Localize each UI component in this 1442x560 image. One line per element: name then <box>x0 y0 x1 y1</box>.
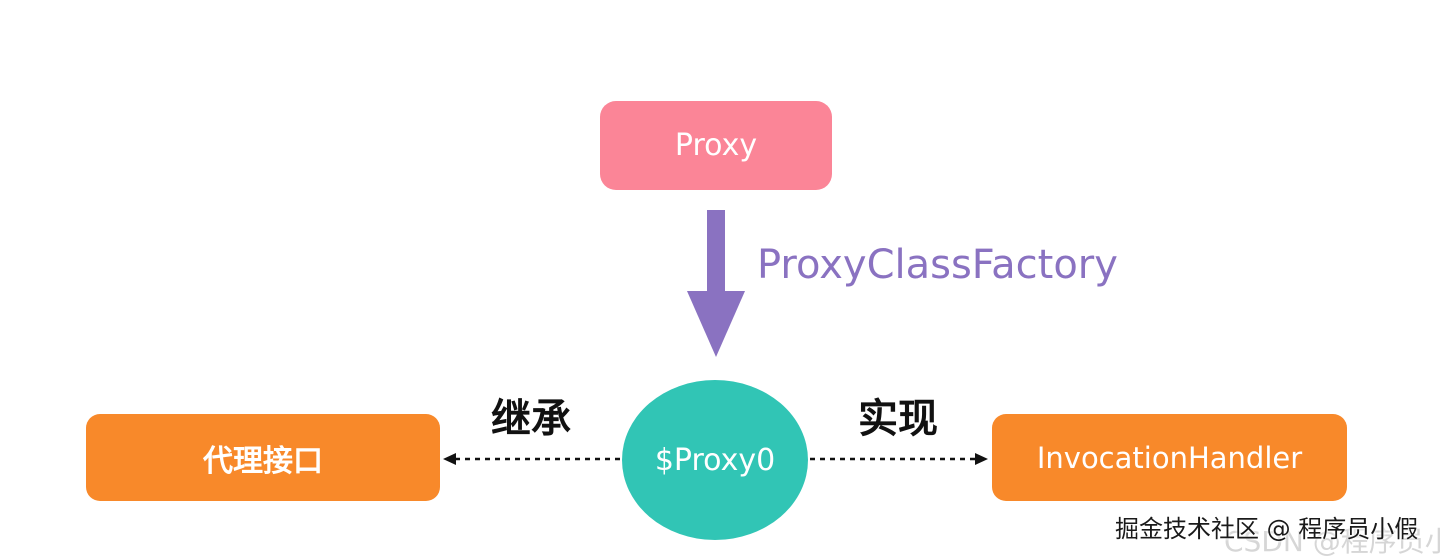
watermark-background: CSDN @程序员小假 <box>1224 525 1442 558</box>
interface-node: 代理接口 <box>86 414 440 501</box>
handler-node: InvocationHandler <box>992 414 1347 501</box>
handler-node-label: InvocationHandler <box>1036 440 1303 475</box>
inherit-arrow <box>443 453 620 465</box>
proxy0-node-label: $Proxy0 <box>654 442 776 478</box>
interface-node-label: 代理接口 <box>203 443 323 479</box>
implement-edge-label: 实现 <box>858 396 938 442</box>
proxy-node: Proxy <box>600 101 832 190</box>
factory-edge-label: ProxyClassFactory <box>757 242 1118 288</box>
inherit-edge-label: 继承 <box>491 396 571 442</box>
implement-arrow <box>810 453 988 465</box>
factory-arrow <box>687 210 745 357</box>
watermark: 掘金技术社区 @ 程序员小假 <box>1115 515 1419 543</box>
proxy0-node: $Proxy0 <box>622 380 808 540</box>
proxy-node-label: Proxy <box>674 128 758 163</box>
